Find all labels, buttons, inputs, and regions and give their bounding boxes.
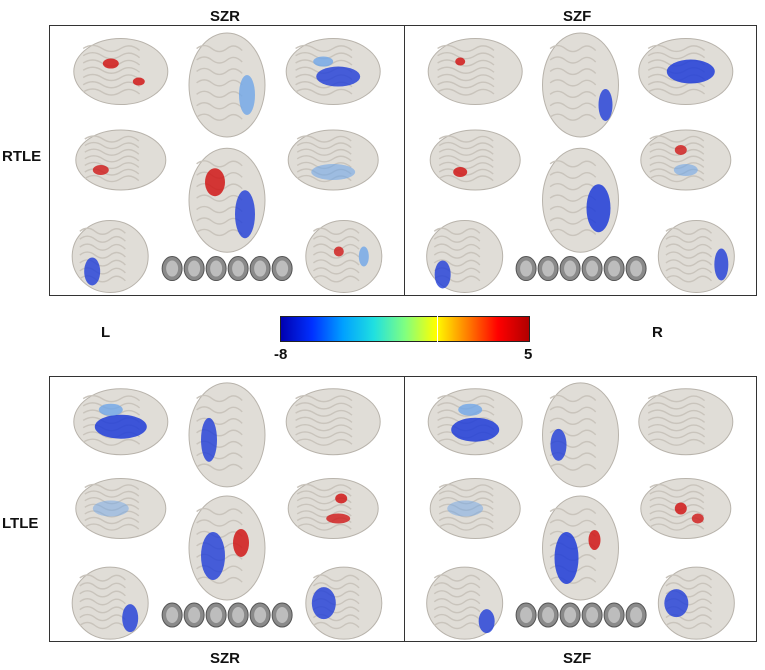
brain-view-medial-right <box>640 129 732 191</box>
row-title-ltle: LTLE <box>2 515 39 532</box>
panel-rtle <box>49 25 757 296</box>
panel-divider-top <box>404 26 405 295</box>
brain-view-lateral-left <box>73 38 169 106</box>
panel-divider-bottom <box>404 377 405 641</box>
hemisphere-left-label: L <box>101 324 111 341</box>
axial-slices <box>161 602 293 628</box>
brain-view-dorsal <box>542 32 619 138</box>
brain-view-dorsal <box>542 382 619 488</box>
brain-view-medial-right <box>287 129 379 191</box>
col-title-szf-bottom: SZF <box>563 650 592 667</box>
cell-ltle-szf <box>405 377 756 641</box>
brain-view-dorsal <box>188 382 266 488</box>
colorbar-min-label: -8 <box>274 346 288 363</box>
brain-renderings-ltle-szr <box>71 382 383 640</box>
cell-ltle-szr <box>50 377 404 641</box>
brain-view-lateral-right <box>285 388 381 456</box>
brain-view-ventral <box>188 495 266 601</box>
brain-view-anterior <box>657 219 735 293</box>
brain-view-lateral-left <box>427 38 523 106</box>
cell-rtle-szf <box>405 26 756 295</box>
hemisphere-right-label: R <box>652 324 663 341</box>
colorbar-zero-tick <box>437 316 438 342</box>
brain-view-posterior <box>71 566 149 640</box>
row-title-rtle: RTLE <box>2 148 42 165</box>
brain-view-lateral-right <box>638 388 734 456</box>
col-title-szr-bottom: SZR <box>210 650 240 667</box>
brain-renderings-ltle-szf <box>426 382 735 640</box>
brain-view-medial-right <box>287 478 379 539</box>
axial-slices <box>515 256 647 282</box>
col-title-szf-top: SZF <box>563 8 592 25</box>
brain-view-medial-left <box>429 129 521 191</box>
col-title-szr-top: SZR <box>210 8 240 25</box>
axial-slices <box>515 602 647 628</box>
brain-view-medial-left <box>75 129 167 191</box>
brain-view-ventral <box>188 147 266 253</box>
brain-view-anterior <box>305 219 383 293</box>
colorbar-max-label: 5 <box>524 346 533 363</box>
panel-ltle <box>49 376 757 642</box>
brain-renderings-rtle-szr <box>71 32 383 293</box>
brain-renderings-rtle-szf <box>426 32 735 293</box>
brain-view-posterior <box>71 219 149 293</box>
cell-rtle-szr <box>50 26 404 295</box>
brain-view-anterior <box>305 566 383 640</box>
colorbar <box>280 316 530 342</box>
brain-view-ventral <box>542 495 619 601</box>
axial-slices <box>161 256 293 282</box>
